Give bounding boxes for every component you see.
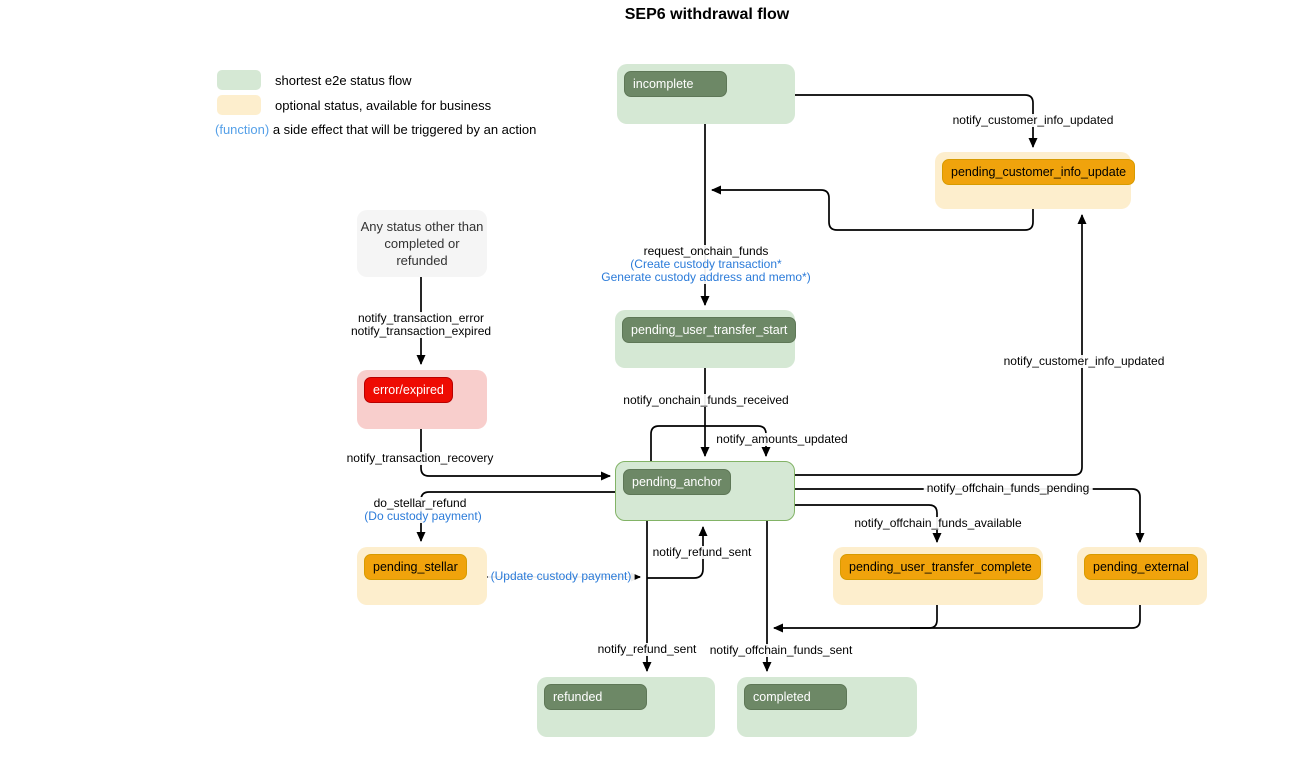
node-completed-label: completed bbox=[744, 684, 847, 710]
edge-label-notify-onchain-funds-received: notify_onchain_funds_received bbox=[620, 394, 792, 407]
edge-label-generate-custody-address: Generate custody address and memo*) bbox=[598, 271, 814, 284]
edge-label-do-stellar-refund: do_stellar_refund bbox=[370, 497, 470, 510]
edge-pending-customer-info-update-return bbox=[711, 185, 1034, 231]
edge-label-notify-customer-info-updated-right: notify_customer_info_updated bbox=[1000, 355, 1168, 368]
node-incomplete: incomplete bbox=[617, 64, 795, 124]
node-error-expired: error/expired bbox=[357, 370, 487, 429]
node-error-expired-label: error/expired bbox=[364, 377, 453, 403]
node-pending-user-transfer-start-label: pending_user_transfer_start bbox=[622, 317, 797, 343]
edge-refund-junction-to-pending-anchor bbox=[647, 526, 708, 579]
edge-pending-user-transfer-complete-merge bbox=[910, 605, 938, 629]
edge-pending-external-to-completed-line bbox=[773, 605, 1141, 633]
edge-label-notify-refund-sent-bottom: notify_refund_sent bbox=[594, 643, 700, 656]
node-any-status-line2: completed or refunded bbox=[384, 236, 460, 268]
node-pending-anchor: pending_anchor bbox=[615, 461, 795, 521]
page-title: SEP6 withdrawal flow bbox=[624, 6, 790, 23]
node-pending-user-transfer-start: pending_user_transfer_start bbox=[615, 310, 797, 368]
legend-function-word: (function) bbox=[215, 122, 270, 137]
edge-label-notify-refund-sent-mid: notify_refund_sent bbox=[649, 546, 755, 559]
edge-label-request-onchain-funds: request_onchain_funds bbox=[640, 245, 772, 258]
legend-function-desc: a side effect that will be triggered by … bbox=[269, 122, 537, 137]
legend-yellow-label: optional status, available for business bbox=[275, 98, 492, 113]
legend-green-swatch bbox=[217, 70, 261, 90]
edge-label-notify-offchain-funds-available: notify_offchain_funds_available bbox=[851, 517, 1025, 530]
edge-error-to-pending-anchor bbox=[420, 429, 611, 481]
node-any-status-line1: Any status other than bbox=[360, 219, 484, 234]
edge-pending-anchor-to-pending-external bbox=[795, 488, 1145, 543]
node-pending-customer-info-update: pending_customer_info_update bbox=[935, 152, 1136, 209]
node-pending-anchor-label: pending_anchor bbox=[623, 469, 731, 495]
edge-label-create-custody-transaction: (Create custody transaction* bbox=[627, 258, 785, 271]
node-completed: completed bbox=[737, 677, 917, 737]
edge-label-notify-offchain-funds-sent: notify_offchain_funds_sent bbox=[706, 644, 856, 657]
node-pending-external-label: pending_external bbox=[1084, 554, 1198, 580]
edge-label-notify-customer-info-updated-top: notify_customer_info_updated bbox=[949, 114, 1117, 127]
legend-green-label: shortest e2e status flow bbox=[275, 73, 412, 88]
edge-label-do-custody-payment: (Do custody payment) bbox=[361, 510, 485, 523]
edge-label-update-custody-payment: (Update custody payment) bbox=[487, 570, 635, 583]
edge-label-notify-amounts-updated: notify_amounts_updated bbox=[713, 433, 851, 446]
edge-label-notify-transaction-recovery: notify_transaction_recovery bbox=[343, 452, 497, 465]
node-any-status: Any status other than completed or refun… bbox=[357, 210, 487, 277]
node-pending-user-transfer-complete-label: pending_user_transfer_complete bbox=[840, 554, 1041, 580]
edge-pending-anchor-self-loop bbox=[650, 425, 771, 461]
node-pending-user-transfer-complete: pending_user_transfer_complete bbox=[833, 547, 1043, 605]
node-pending-external: pending_external bbox=[1077, 547, 1207, 605]
node-pending-stellar: pending_stellar bbox=[357, 547, 487, 605]
edge-incomplete-to-pending-customer-info-update bbox=[795, 94, 1038, 148]
edge-label-notify-transaction-error: notify_transaction_error bbox=[354, 312, 488, 325]
node-pending-customer-info-update-label: pending_customer_info_update bbox=[942, 159, 1136, 185]
edge-label-notify-offchain-funds-pending: notify_offchain_funds_pending bbox=[923, 482, 1093, 495]
edge-label-notify-transaction-expired: notify_transaction_expired bbox=[347, 325, 495, 338]
legend-yellow-swatch bbox=[217, 95, 261, 115]
edge-pending-anchor-to-pending-customer-info-update bbox=[795, 214, 1087, 476]
node-pending-stellar-label: pending_stellar bbox=[364, 554, 467, 580]
node-refunded-label: refunded bbox=[544, 684, 647, 710]
edge-pending-anchor-to-pending-user-transfer-complete bbox=[795, 504, 942, 543]
legend-function-line: (function) a side effect that will be tr… bbox=[215, 122, 536, 137]
node-incomplete-label: incomplete bbox=[624, 71, 727, 97]
node-refunded: refunded bbox=[537, 677, 715, 737]
